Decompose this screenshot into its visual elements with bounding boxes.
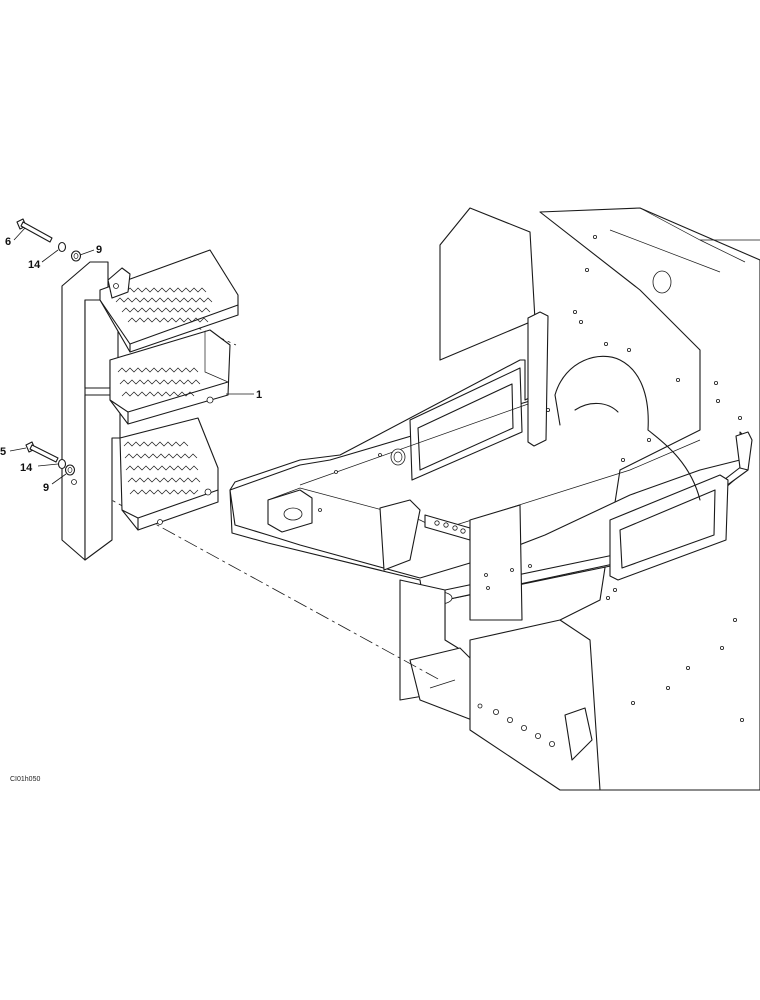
washer-icon [57, 241, 82, 262]
washer-icon [57, 458, 76, 476]
callout-1: 1 [256, 389, 262, 401]
machine-frame-icon [229, 207, 760, 791]
bolt-icon [25, 441, 59, 463]
step-ladder-icon [61, 249, 239, 561]
bolt-icon [16, 218, 53, 243]
callout-6: 6 [5, 236, 11, 248]
callout-5: 5 [0, 446, 6, 458]
callout-9-lower: 9 [43, 482, 49, 494]
drawing-reference: CI01h050 [10, 776, 40, 783]
callout-14-lower: 14 [20, 462, 33, 474]
callout-9-upper: 9 [96, 244, 102, 256]
callout-14-upper: 14 [28, 259, 41, 271]
leader-lines [9, 227, 254, 485]
